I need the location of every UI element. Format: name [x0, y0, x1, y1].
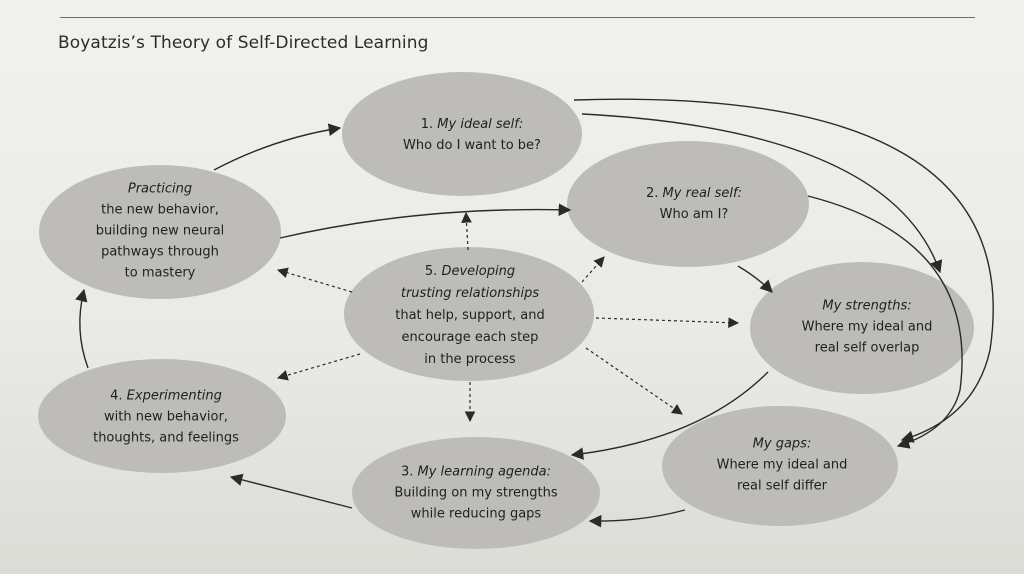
strengths-heading: My strengths:: [822, 298, 912, 314]
experimenting-line-2: with new behavior,: [104, 409, 228, 425]
strengths-line-3: real self overlap: [814, 340, 920, 356]
dash-to-gaps: [585, 347, 683, 415]
node-ideal-self: [342, 72, 582, 196]
label-strengths: My strengths: Where my ideal and real se…: [802, 296, 933, 359]
arrow-experimenting-to-practicing: [75, 288, 89, 369]
node-relationships: [344, 247, 594, 381]
dash-to-strengths: [595, 317, 740, 329]
agenda-line-3: while reducing gaps: [410, 506, 542, 522]
practicing-heading: Practicing: [127, 181, 193, 197]
practicing-line-3: building new neural: [95, 223, 225, 239]
label-experimenting: 4. Experimenting with new behavior, thou…: [93, 386, 239, 449]
label-real-self: 2. My real self: Who am I?: [646, 183, 742, 225]
real-self-question: Who am I?: [659, 207, 729, 222]
real-self-heading: My real self:: [662, 186, 742, 201]
label-agenda: 3. My learning agenda: Building on my st…: [394, 462, 557, 525]
relationships-line-2: trusting relationships: [400, 286, 540, 301]
label-practicing: Practicing the new behavior, building ne…: [96, 179, 225, 284]
arrow-agenda-to-experimenting: [229, 473, 353, 509]
relationships-line-5: in the process: [424, 352, 516, 367]
practicing-line-4: pathways through: [101, 244, 219, 260]
arrow-strengths-to-agenda: [570, 371, 769, 460]
agenda-heading: My learning agenda:: [417, 464, 552, 480]
label-relationships: 5. Developing trusting relationships tha…: [395, 261, 545, 371]
experimenting-number: 4.: [110, 388, 127, 404]
relationships-number: 5.: [424, 264, 442, 279]
dash-to-experimenting: [276, 353, 361, 381]
ideal-self-number: 1.: [420, 117, 438, 132]
arrow-ideal-to-gaps: [573, 98, 994, 443]
agenda-number: 3.: [400, 464, 418, 480]
dash-to-practicing: [276, 267, 353, 293]
node-gaps: [662, 406, 898, 526]
node-strengths: [750, 262, 974, 394]
gaps-heading: My gaps:: [752, 436, 812, 452]
arrow-ideal-to-strengths: [581, 113, 943, 274]
diagram-title: Boyatzis’s Theory of Self-Directed Learn…: [58, 33, 429, 53]
agenda-line-2: Building on my strengths: [394, 485, 558, 501]
arrow-gaps-to-agenda: [588, 509, 686, 528]
ideal-self-question: Who do I want to be?: [403, 138, 541, 153]
node-real-self: [567, 141, 809, 267]
gaps-line-3: real self differ: [736, 478, 828, 494]
gaps-line-2: Where my ideal and: [716, 457, 848, 473]
arrow-real-to-strengths: [737, 265, 773, 293]
node-practicing: [39, 165, 281, 299]
arrow-practicing-to-real: [279, 203, 572, 239]
relationships-line-3: that help, support, and: [395, 308, 545, 323]
top-rule: [60, 17, 975, 18]
experimenting-heading: Experimenting: [126, 388, 222, 404]
node-shapes: [38, 72, 974, 549]
ideal-self-heading: My ideal self:: [437, 117, 524, 132]
practicing-line-5: to mastery: [124, 265, 196, 281]
dash-to-ideal: [461, 211, 472, 251]
relationships-line-4: encourage each step: [401, 330, 539, 345]
practicing-line-2: the new behavior,: [101, 202, 219, 218]
real-self-number: 2.: [646, 186, 663, 201]
strengths-line-2: Where my ideal and: [801, 319, 933, 335]
experimenting-line-3: thoughts, and feelings: [93, 430, 239, 446]
support-arrows: [276, 211, 740, 423]
relationships-heading: Developing: [441, 264, 516, 279]
label-gaps: My gaps: Where my ideal and real self di…: [717, 434, 848, 497]
arrow-real-to-gaps: [807, 195, 963, 449]
node-agenda: [352, 437, 600, 549]
arrow-practicing-to-ideal: [213, 123, 342, 171]
label-ideal-self: 1. My ideal self: Who do I want to be?: [403, 114, 541, 156]
dash-to-real: [581, 256, 605, 283]
node-experimenting: [38, 359, 286, 473]
cycle-arrows: [75, 98, 994, 528]
